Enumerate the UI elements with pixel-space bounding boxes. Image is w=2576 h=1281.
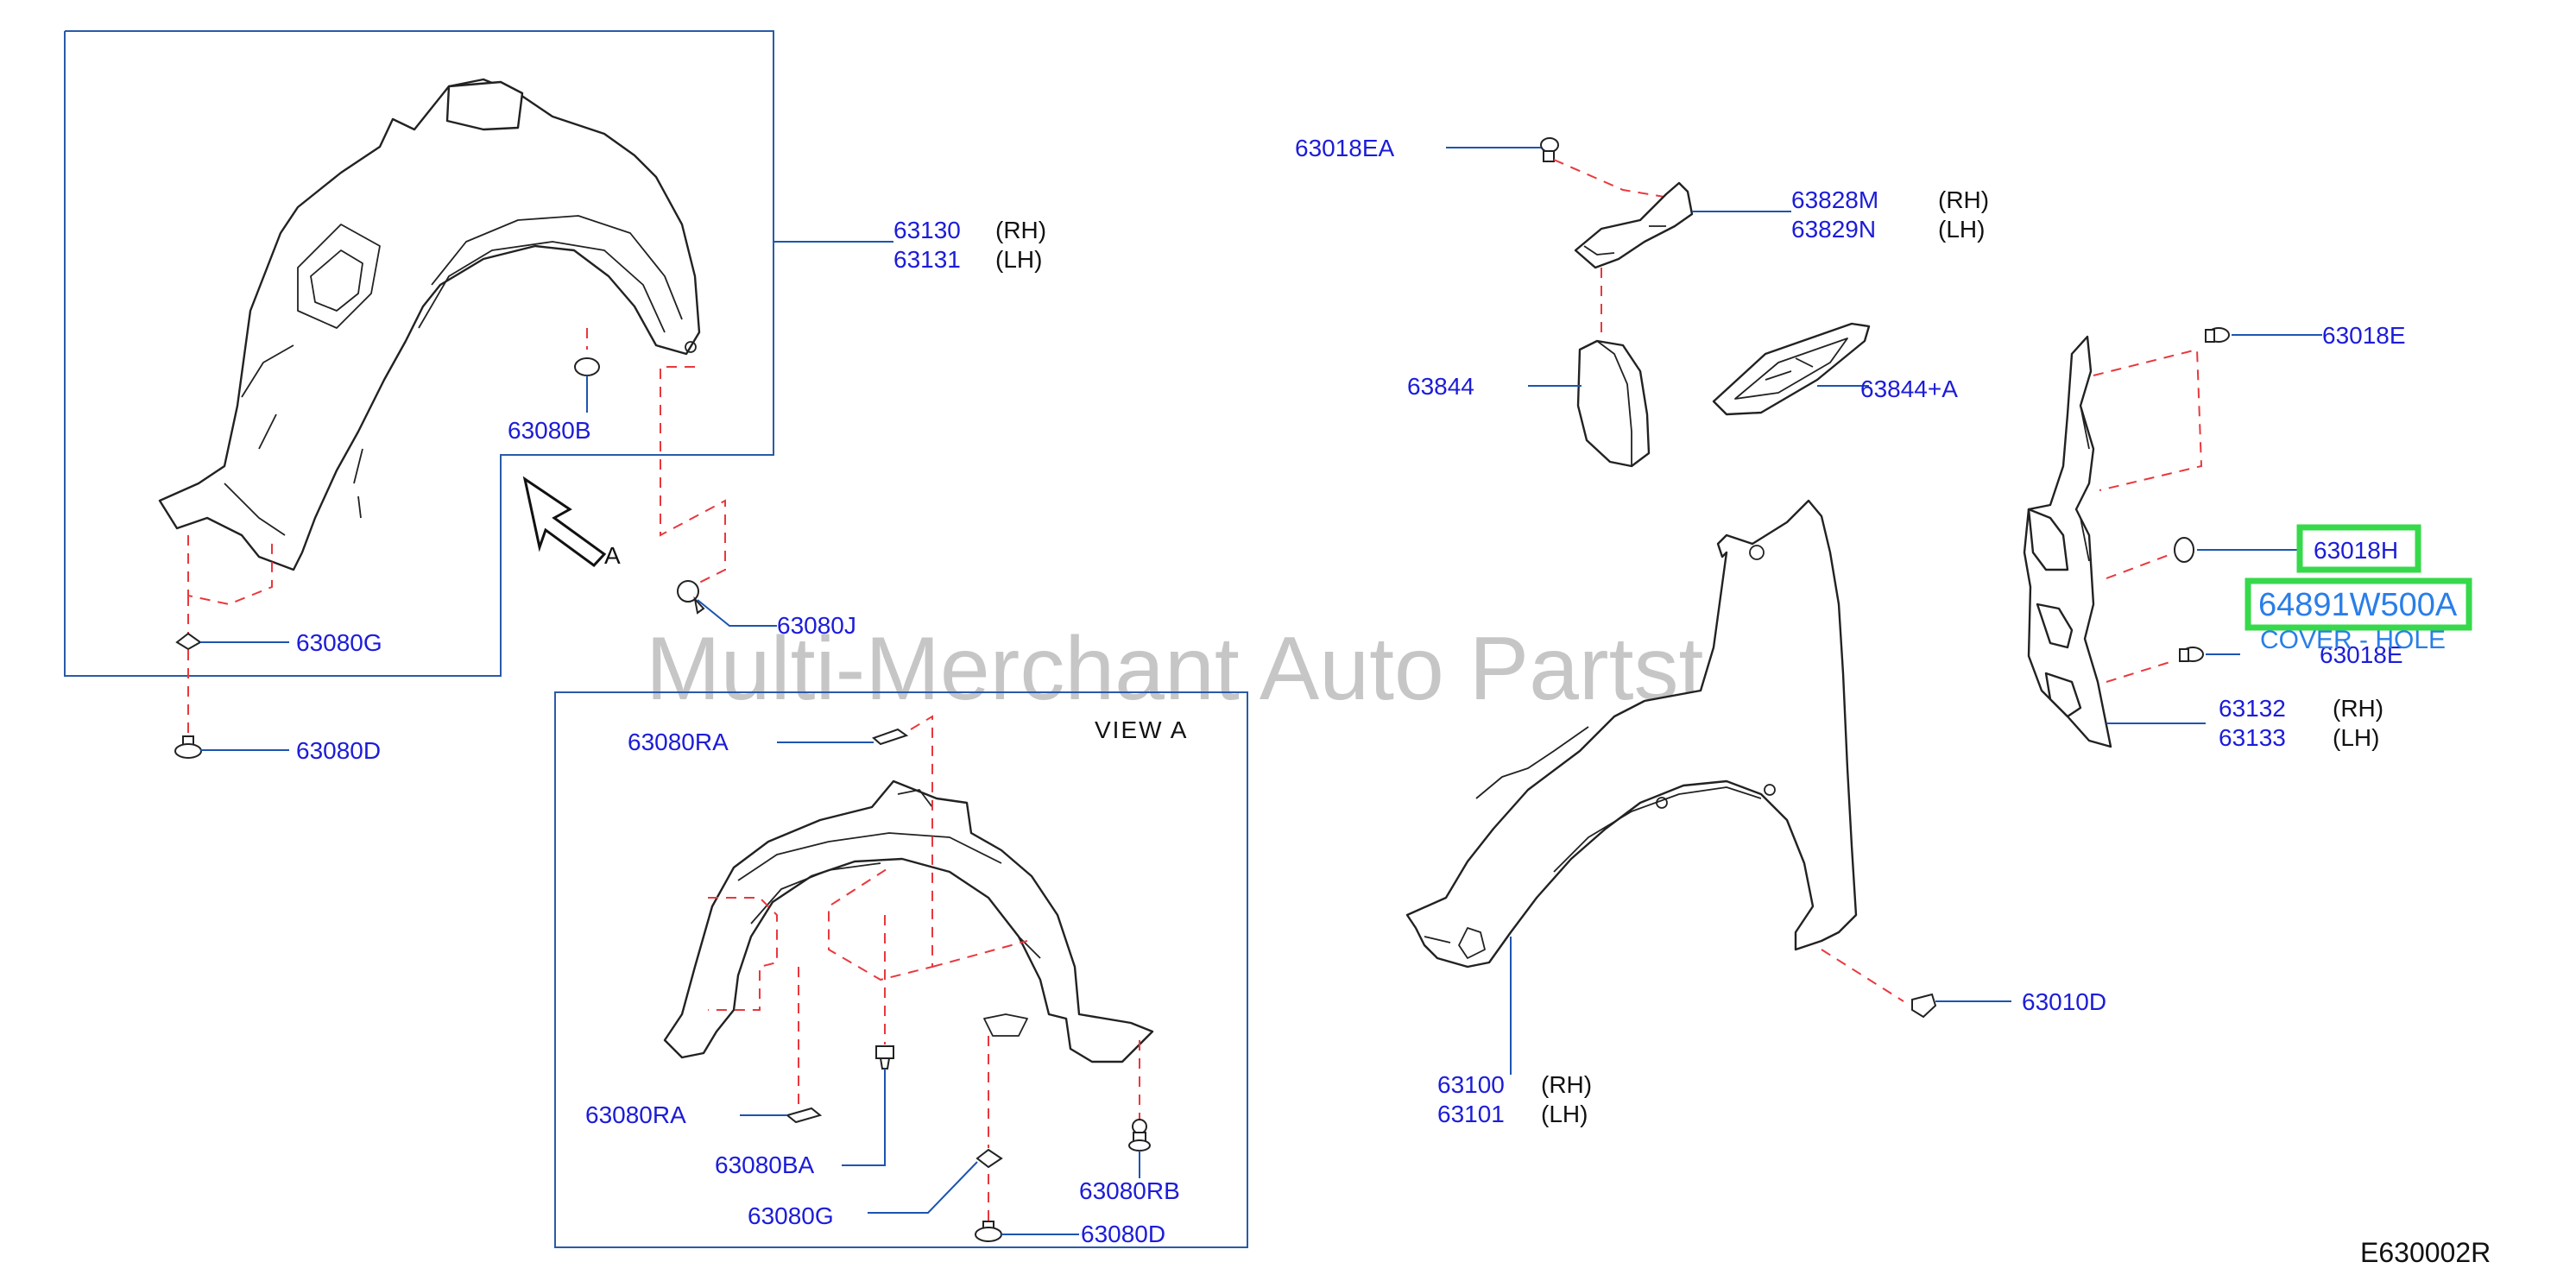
clip-63080G-top <box>175 632 202 651</box>
clip-63010D <box>1911 993 1937 1019</box>
clip-63018H <box>2174 537 2194 563</box>
clip-63080G-view <box>975 1148 1003 1169</box>
part-63080RA-top[interactable]: 63080RA <box>628 729 729 755</box>
clip-63080RA-top <box>872 728 909 746</box>
highlight-part-number[interactable]: 64891W500A <box>2258 587 2458 623</box>
watermark: Multi-Merchant Auto Partstore <box>646 619 1834 719</box>
highlight-description: COVER - HOLE <box>2260 626 2446 654</box>
highlight-box-64891W500A <box>2245 577 2472 631</box>
view-a-title: VIEW A <box>1095 716 1188 743</box>
clip-63080RA-bot <box>785 1107 823 1124</box>
part-63131[interactable]: 63131 <box>893 246 961 273</box>
fender-seal-drawing <box>2023 335 2112 748</box>
screw-63018EA <box>1540 137 1559 162</box>
part-63080G-view[interactable]: 63080G <box>748 1202 834 1229</box>
highlight-box-63018H <box>2296 524 2421 573</box>
part-63133[interactable]: 63133 <box>2219 724 2286 751</box>
fender-liner-drawing <box>158 78 701 571</box>
dash-view-left <box>708 897 778 1011</box>
seal-63844A-drawing <box>1712 322 1871 416</box>
part-63080B[interactable]: 63080B <box>508 417 591 444</box>
dash-63080G <box>187 535 273 606</box>
lead-63080BA <box>842 1069 886 1166</box>
part-63080RB[interactable]: 63080RB <box>1079 1177 1180 1204</box>
view-a-liner-drawing <box>663 779 1154 1063</box>
clip-63080RB <box>1128 1119 1151 1152</box>
part-63080BA[interactable]: 63080BA <box>715 1152 815 1178</box>
side-rh-63100: (RH) <box>1541 1071 1592 1098</box>
side-lh-63829N: (LH) <box>1938 216 1985 243</box>
part-63100[interactable]: 63100 <box>1437 1071 1505 1098</box>
side-lh-63131: (LH) <box>995 246 1042 273</box>
part-63130[interactable]: 63130 <box>893 217 961 243</box>
lead-63080J <box>697 599 777 627</box>
part-63018EA[interactable]: 63018EA <box>1295 135 1395 161</box>
dash-63018E-top <box>2093 348 2203 491</box>
clip-63080BA <box>875 1045 894 1070</box>
part-63080J[interactable]: 63080J <box>777 612 856 639</box>
screw-63018E-bot <box>2179 647 2204 662</box>
dash-63018E-bot <box>2106 659 2176 683</box>
side-rh-63132: (RH) <box>2333 695 2383 722</box>
side-rh-63130: (RH) <box>995 217 1046 243</box>
part-63080D-view[interactable]: 63080D <box>1081 1221 1165 1247</box>
dash-63018EA <box>1553 159 1676 199</box>
diagram-code: E630002R <box>2360 1237 2491 1268</box>
part-63829N[interactable]: 63829N <box>1791 216 1876 243</box>
view-a-frame <box>554 691 1248 1248</box>
part-63844A[interactable]: 63844+A <box>1860 375 1958 402</box>
dash-63018H <box>2106 552 2176 579</box>
side-lh-63101: (LH) <box>1541 1101 1588 1127</box>
part-63018E-top[interactable]: 63018E <box>2322 322 2406 349</box>
arrow-label-a: A <box>604 542 621 569</box>
screw-63018E-top <box>2205 327 2230 343</box>
part-63018H[interactable]: 63018H <box>2314 537 2398 564</box>
dash-63010D <box>1821 949 1904 1002</box>
part-63844[interactable]: 63844 <box>1407 373 1474 400</box>
front-fender-drawing <box>1405 499 1858 969</box>
part-63080RA-bot[interactable]: 63080RA <box>585 1101 686 1128</box>
part-63010D[interactable]: 63010D <box>2022 988 2106 1015</box>
clip-63080J <box>677 580 705 615</box>
clip-63080B <box>574 357 600 376</box>
side-rh-63828M: (RH) <box>1938 186 1989 213</box>
liner-frame <box>64 30 774 677</box>
seal-63844-drawing <box>1576 339 1651 468</box>
screw-63080D-top <box>174 735 202 759</box>
side-lh-63133: (LH) <box>2333 724 2379 751</box>
lead-63080G-view <box>868 1161 978 1214</box>
dash-view-ra-top <box>828 715 933 981</box>
part-63101[interactable]: 63101 <box>1437 1101 1505 1127</box>
part-63080D-top[interactable]: 63080D <box>296 737 381 764</box>
part-63132[interactable]: 63132 <box>2219 695 2286 722</box>
dash-view-mid <box>931 940 1028 968</box>
dash-63080J <box>660 366 726 588</box>
view-arrow-a <box>522 476 607 568</box>
part-63080G-top[interactable]: 63080G <box>296 629 382 656</box>
part-63828M[interactable]: 63828M <box>1791 186 1878 213</box>
screw-63080D-view <box>975 1221 1002 1242</box>
part-63018E-bot[interactable]: 63018E <box>2320 641 2403 668</box>
bracket-63828M-drawing <box>1574 181 1694 269</box>
